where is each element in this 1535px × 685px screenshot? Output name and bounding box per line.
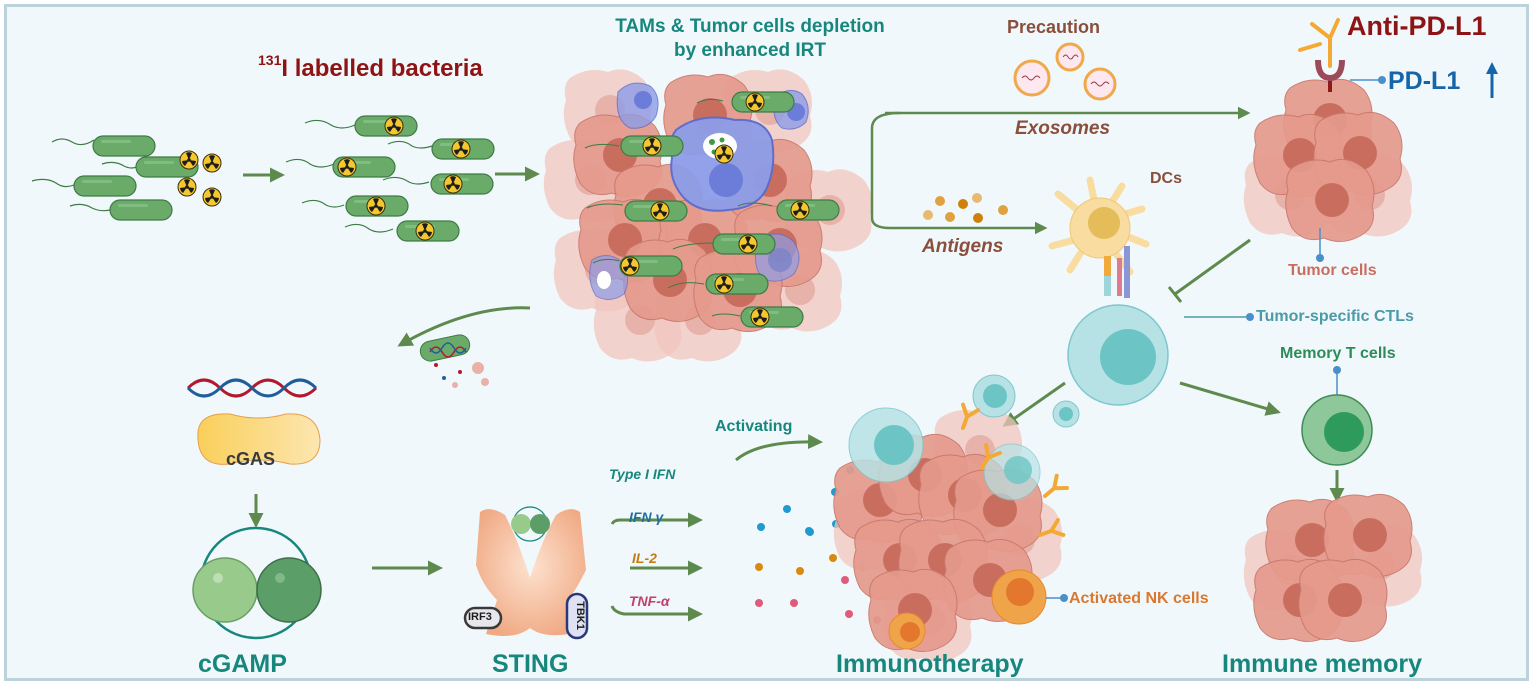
irf3-badge <box>463 606 503 630</box>
arrow-dna-release <box>397 306 531 347</box>
bacteria-label: 131I labelled bacteria <box>258 52 483 82</box>
radiation-icon <box>202 153 222 173</box>
nk-cells-label: Activated NK cells <box>1069 590 1209 607</box>
tam-small <box>616 82 659 129</box>
cytokine-type-i-ifn: Type I IFN <box>609 466 676 482</box>
depletion-title: TAMs & Tumor cells depletion by enhanced… <box>565 15 935 63</box>
antigens-label: Antigens <box>922 236 1004 257</box>
tumor-cells-memory <box>1243 493 1422 643</box>
tumor-cells-top-right <box>1243 18 1498 262</box>
anti-pd-l1-label: Anti-PD-L1 <box>1347 11 1487 41</box>
section-title-immunotherapy: Immunotherapy <box>836 650 1024 678</box>
precaution-label: Precaution <box>1007 17 1101 37</box>
tbk1-label: TBK1 <box>573 601 586 630</box>
arrow-to-memory <box>1179 381 1281 416</box>
isotope-superscript: 131 <box>258 52 282 68</box>
ctl-cell <box>1067 304 1169 406</box>
arrow-tnf <box>610 605 703 622</box>
bacterium <box>51 135 156 157</box>
ctl-attacking <box>983 443 1041 501</box>
bacterium <box>31 175 137 197</box>
pd-l1-label: PD-L1 <box>1388 67 1461 95</box>
antibody-icon <box>1037 473 1069 505</box>
inhibition-arrow <box>1174 238 1251 296</box>
antibody-icon <box>1298 18 1340 68</box>
dendritic-cell <box>1048 176 1150 298</box>
exosome-group <box>1013 42 1117 101</box>
radiation-icon <box>177 177 197 197</box>
depletion-title-line1: TAMs & Tumor cells depletion <box>615 16 885 37</box>
bacteria-group-unlabelled <box>31 135 199 221</box>
ctls-label: Tumor-specific CTLs <box>1256 308 1414 325</box>
section-title-cgamp: cGAMP <box>198 650 287 678</box>
cytokine-ifn-gamma: IFN γ <box>629 509 664 525</box>
memory-t-cells-label: Memory T cells <box>1280 345 1396 362</box>
cgamp-molecule <box>192 526 322 640</box>
irf3-label: IRF3 <box>468 611 492 623</box>
bacteria-in-tumor <box>584 91 840 328</box>
memory-t-cell <box>1301 366 1373 466</box>
tam-small <box>589 255 628 300</box>
immunotherapy-tumor <box>833 374 1080 662</box>
ctl-attacking <box>848 407 924 483</box>
tumor-cells-label: Tumor cells <box>1288 262 1377 279</box>
bacterium <box>101 156 199 178</box>
cgas-enzyme <box>197 413 321 465</box>
arrow-activating <box>735 434 823 462</box>
tumor-tam-cluster <box>543 69 872 362</box>
exosome <box>1083 67 1117 101</box>
dna-helix-icon <box>186 378 318 398</box>
radiation-icon <box>202 187 222 207</box>
sting-protein <box>463 506 589 640</box>
ctl-free <box>1052 400 1080 428</box>
antigen-particles <box>923 193 1008 223</box>
bacterium <box>69 199 173 221</box>
arrow-to-immunotherapy <box>1002 381 1066 427</box>
exosome <box>1055 42 1085 72</box>
cytokine-tnf-alpha: TNF-α <box>629 593 670 609</box>
section-title-immune-memory: Immune memory <box>1222 650 1423 678</box>
lysed-bacterium <box>419 334 489 388</box>
exosome <box>1013 59 1051 97</box>
arrow-antigens <box>870 111 1048 235</box>
nk-cell-small <box>888 612 926 650</box>
cgas-label: cGAS <box>226 449 276 469</box>
arrow-ifn-gamma <box>610 512 703 528</box>
ctl-free <box>972 374 1016 418</box>
bacteria-group-labelled <box>285 115 495 242</box>
depletion-title-line2: by enhanced IRT <box>673 40 827 61</box>
tbk1-badge <box>565 592 589 640</box>
bacteria-label-text: I labelled bacteria <box>281 55 483 82</box>
nk-cell <box>991 569 1047 625</box>
section-title-sting: STING <box>492 650 569 678</box>
cytokine-il2: IL-2 <box>632 550 657 566</box>
activating-label: Activating <box>715 418 793 435</box>
radioactive-iodine-particles <box>177 150 222 207</box>
tam-macrophage <box>669 116 775 212</box>
radiation-icon <box>179 150 199 170</box>
dcs-label: DCs <box>1150 170 1183 187</box>
exosomes-label: Exosomes <box>1015 118 1111 139</box>
